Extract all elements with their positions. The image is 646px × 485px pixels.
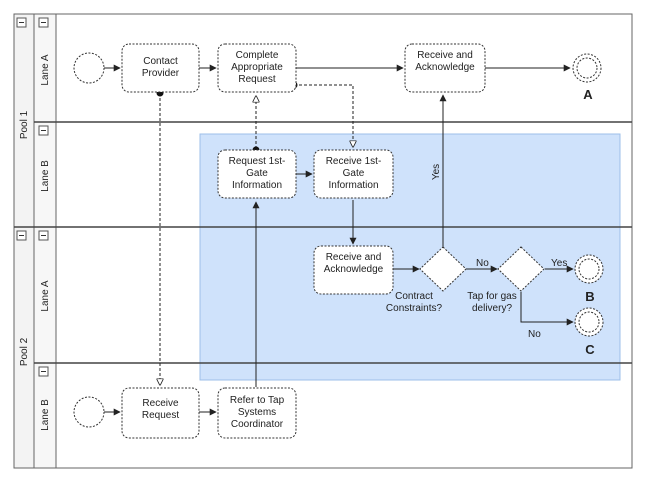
flow-label-yes: Yes [431, 164, 442, 180]
collapse-icon[interactable] [38, 125, 49, 136]
task-label-line: Refer to Tap [230, 395, 285, 406]
task-label-line: Receive and [326, 252, 382, 263]
collapse-icon[interactable] [38, 366, 49, 377]
task-label-line: Gate [343, 168, 365, 179]
task-label-line: Receive and [417, 50, 473, 61]
collapse-icon[interactable] [38, 230, 49, 241]
end-event-label: A [583, 87, 593, 102]
flow-label-yes: Yes [551, 258, 567, 269]
task-request-first-gate[interactable]: Request 1st- Gate Information [217, 149, 297, 199]
task-complete-request[interactable]: Complete Appropriate Request [217, 43, 297, 93]
task-receive-acknowledge-mid[interactable]: Receive and Acknowledge [313, 245, 394, 295]
message-flow[interactable] [294, 84, 353, 147]
task-label-line: Complete [236, 50, 279, 61]
end-event-label: B [585, 289, 594, 304]
task-receive-request[interactable]: Receive Request [121, 387, 200, 439]
task-label-line: Contact [143, 56, 178, 67]
task-label-line: Provider [142, 68, 180, 79]
task-label-line: Acknowledge [415, 62, 475, 73]
task-label-line: Systems [238, 407, 276, 418]
collapse-icon[interactable] [16, 230, 27, 241]
task-label-line: Information [328, 180, 378, 191]
collapse-icon[interactable] [16, 17, 27, 28]
start-event[interactable] [73, 52, 105, 84]
task-label-line: Request 1st- [229, 156, 286, 167]
sequence-flow[interactable] [520, 292, 574, 326]
gateway-tap-delivery[interactable] [497, 246, 545, 292]
end-event-label: C [585, 342, 595, 357]
pool-2-lane-a-label: Lane A [40, 280, 51, 311]
task-label-line: Request [142, 410, 179, 421]
task-receive-first-gate[interactable]: Receive 1st- Gate Information [313, 149, 394, 199]
gateway-label-line: delivery? [472, 303, 512, 314]
task-label-line: Request [238, 74, 275, 85]
gateway-contract-constraints[interactable] [419, 246, 467, 292]
task-contact-provider[interactable]: Contact Provider [121, 43, 200, 93]
task-label-line: Receive [142, 398, 179, 409]
flow-label-no: No [528, 329, 541, 340]
pool-2-label: Pool 2 [19, 337, 30, 366]
task-label-line: Gate [246, 168, 268, 179]
end-event-b[interactable] [574, 254, 604, 284]
task-label-line: Acknowledge [324, 264, 384, 275]
gateway-label-line: Contract [395, 291, 433, 302]
pool-2-lane-b-label: Lane B [40, 399, 51, 431]
pool-1-lane-b-label: Lane B [40, 160, 51, 192]
task-label-line: Appropriate [231, 62, 283, 73]
pool-1-label: Pool 1 [19, 110, 30, 139]
end-event-c[interactable] [574, 307, 604, 337]
task-label-line: Information [232, 180, 282, 191]
gateway-label-line: Constraints? [386, 303, 443, 314]
pool-1-lane-a-label: Lane A [40, 54, 51, 85]
collapse-icon[interactable] [38, 17, 49, 28]
task-refer-tap-coordinator[interactable]: Refer to Tap Systems Coordinator [217, 387, 297, 439]
gateway-label-line: Tap for gas [467, 291, 516, 302]
end-event-a[interactable] [572, 53, 602, 83]
task-label-line: Coordinator [231, 419, 284, 430]
flow-label-no: No [476, 258, 489, 269]
start-event[interactable] [73, 396, 105, 428]
task-receive-acknowledge-top[interactable]: Receive and Acknowledge [404, 43, 486, 93]
task-label-line: Receive 1st- [326, 156, 382, 167]
